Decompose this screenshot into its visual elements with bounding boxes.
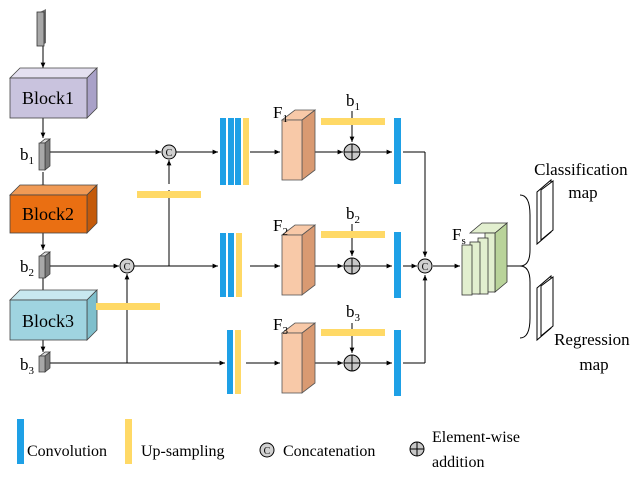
concatenation-node: C xyxy=(161,144,177,160)
branch-b2-add-label: b2 xyxy=(346,204,360,226)
elementwise-addition-node xyxy=(343,354,361,372)
upsampling-bar xyxy=(96,303,160,310)
classification-map-label: Classification map xyxy=(534,160,632,202)
concatenation-node: C xyxy=(417,258,433,274)
connection-lines xyxy=(40,46,531,366)
svg-text:C: C xyxy=(166,148,173,159)
input-block xyxy=(36,9,46,47)
concat-stack-row1 xyxy=(220,118,249,185)
svg-text:C: C xyxy=(264,446,271,457)
branch-b1-add-label: b1 xyxy=(346,91,360,113)
branch-b2-label: b2 xyxy=(20,257,34,279)
upsampling-bar xyxy=(321,231,385,238)
convolution-bar xyxy=(394,118,401,184)
block1-label: Block1 xyxy=(22,88,74,108)
classification-map xyxy=(536,178,554,246)
upsampling-bar xyxy=(321,329,385,336)
fused-feature-label: Fs xyxy=(452,225,466,247)
branch-b3-add-label: b3 xyxy=(346,302,361,324)
block3: Block3 xyxy=(9,289,98,341)
legend-concatenation-symbol: C xyxy=(259,442,275,458)
legend-elementwise-label: Element-wise addition xyxy=(432,429,524,471)
concat-stack-row2 xyxy=(220,233,242,297)
legend-convolution-label: Convolution xyxy=(27,443,107,460)
legend: Convolution Up-sampling C Concatenation … xyxy=(17,419,524,471)
regression-map-label: Regression map xyxy=(554,330,634,374)
feature-f2-label: F2 xyxy=(273,216,288,238)
block2: Block2 xyxy=(9,184,98,234)
fused-feature-block xyxy=(461,222,509,296)
block2-label: Block2 xyxy=(22,204,74,224)
branch-b2-block xyxy=(38,251,51,279)
block3-label: Block3 xyxy=(22,311,74,331)
upsampling-bar xyxy=(137,191,201,198)
elementwise-addition-node xyxy=(343,143,361,161)
convolution-bar xyxy=(394,232,401,298)
branch-b1-block xyxy=(38,138,51,171)
legend-upsampling-swatch xyxy=(125,419,132,464)
concat-stack-row3 xyxy=(227,330,241,394)
branch-b3-block xyxy=(38,351,51,373)
feature-block-f3 xyxy=(280,322,317,394)
elementwise-addition-node xyxy=(343,257,361,275)
convolution-bar xyxy=(394,330,401,396)
legend-concatenation-label: Concatenation xyxy=(283,443,375,460)
legend-upsampling-label: Up-sampling xyxy=(141,443,225,460)
legend-addition-symbol xyxy=(409,441,425,457)
feature-f3-label: F3 xyxy=(273,315,288,337)
branch-b3-label: b3 xyxy=(20,355,35,377)
legend-convolution-swatch xyxy=(17,419,24,464)
feature-f1-label: F1 xyxy=(273,103,288,125)
regression-map xyxy=(536,274,554,342)
feature-block-f2 xyxy=(280,224,317,296)
feature-block-f1 xyxy=(280,109,317,181)
svg-text:C: C xyxy=(124,262,131,273)
upsampling-bar xyxy=(321,118,385,125)
svg-text:C: C xyxy=(422,262,429,273)
concatenation-node: C xyxy=(119,258,135,274)
block1: Block1 xyxy=(9,67,98,119)
branch-b1-label: b1 xyxy=(20,145,34,167)
